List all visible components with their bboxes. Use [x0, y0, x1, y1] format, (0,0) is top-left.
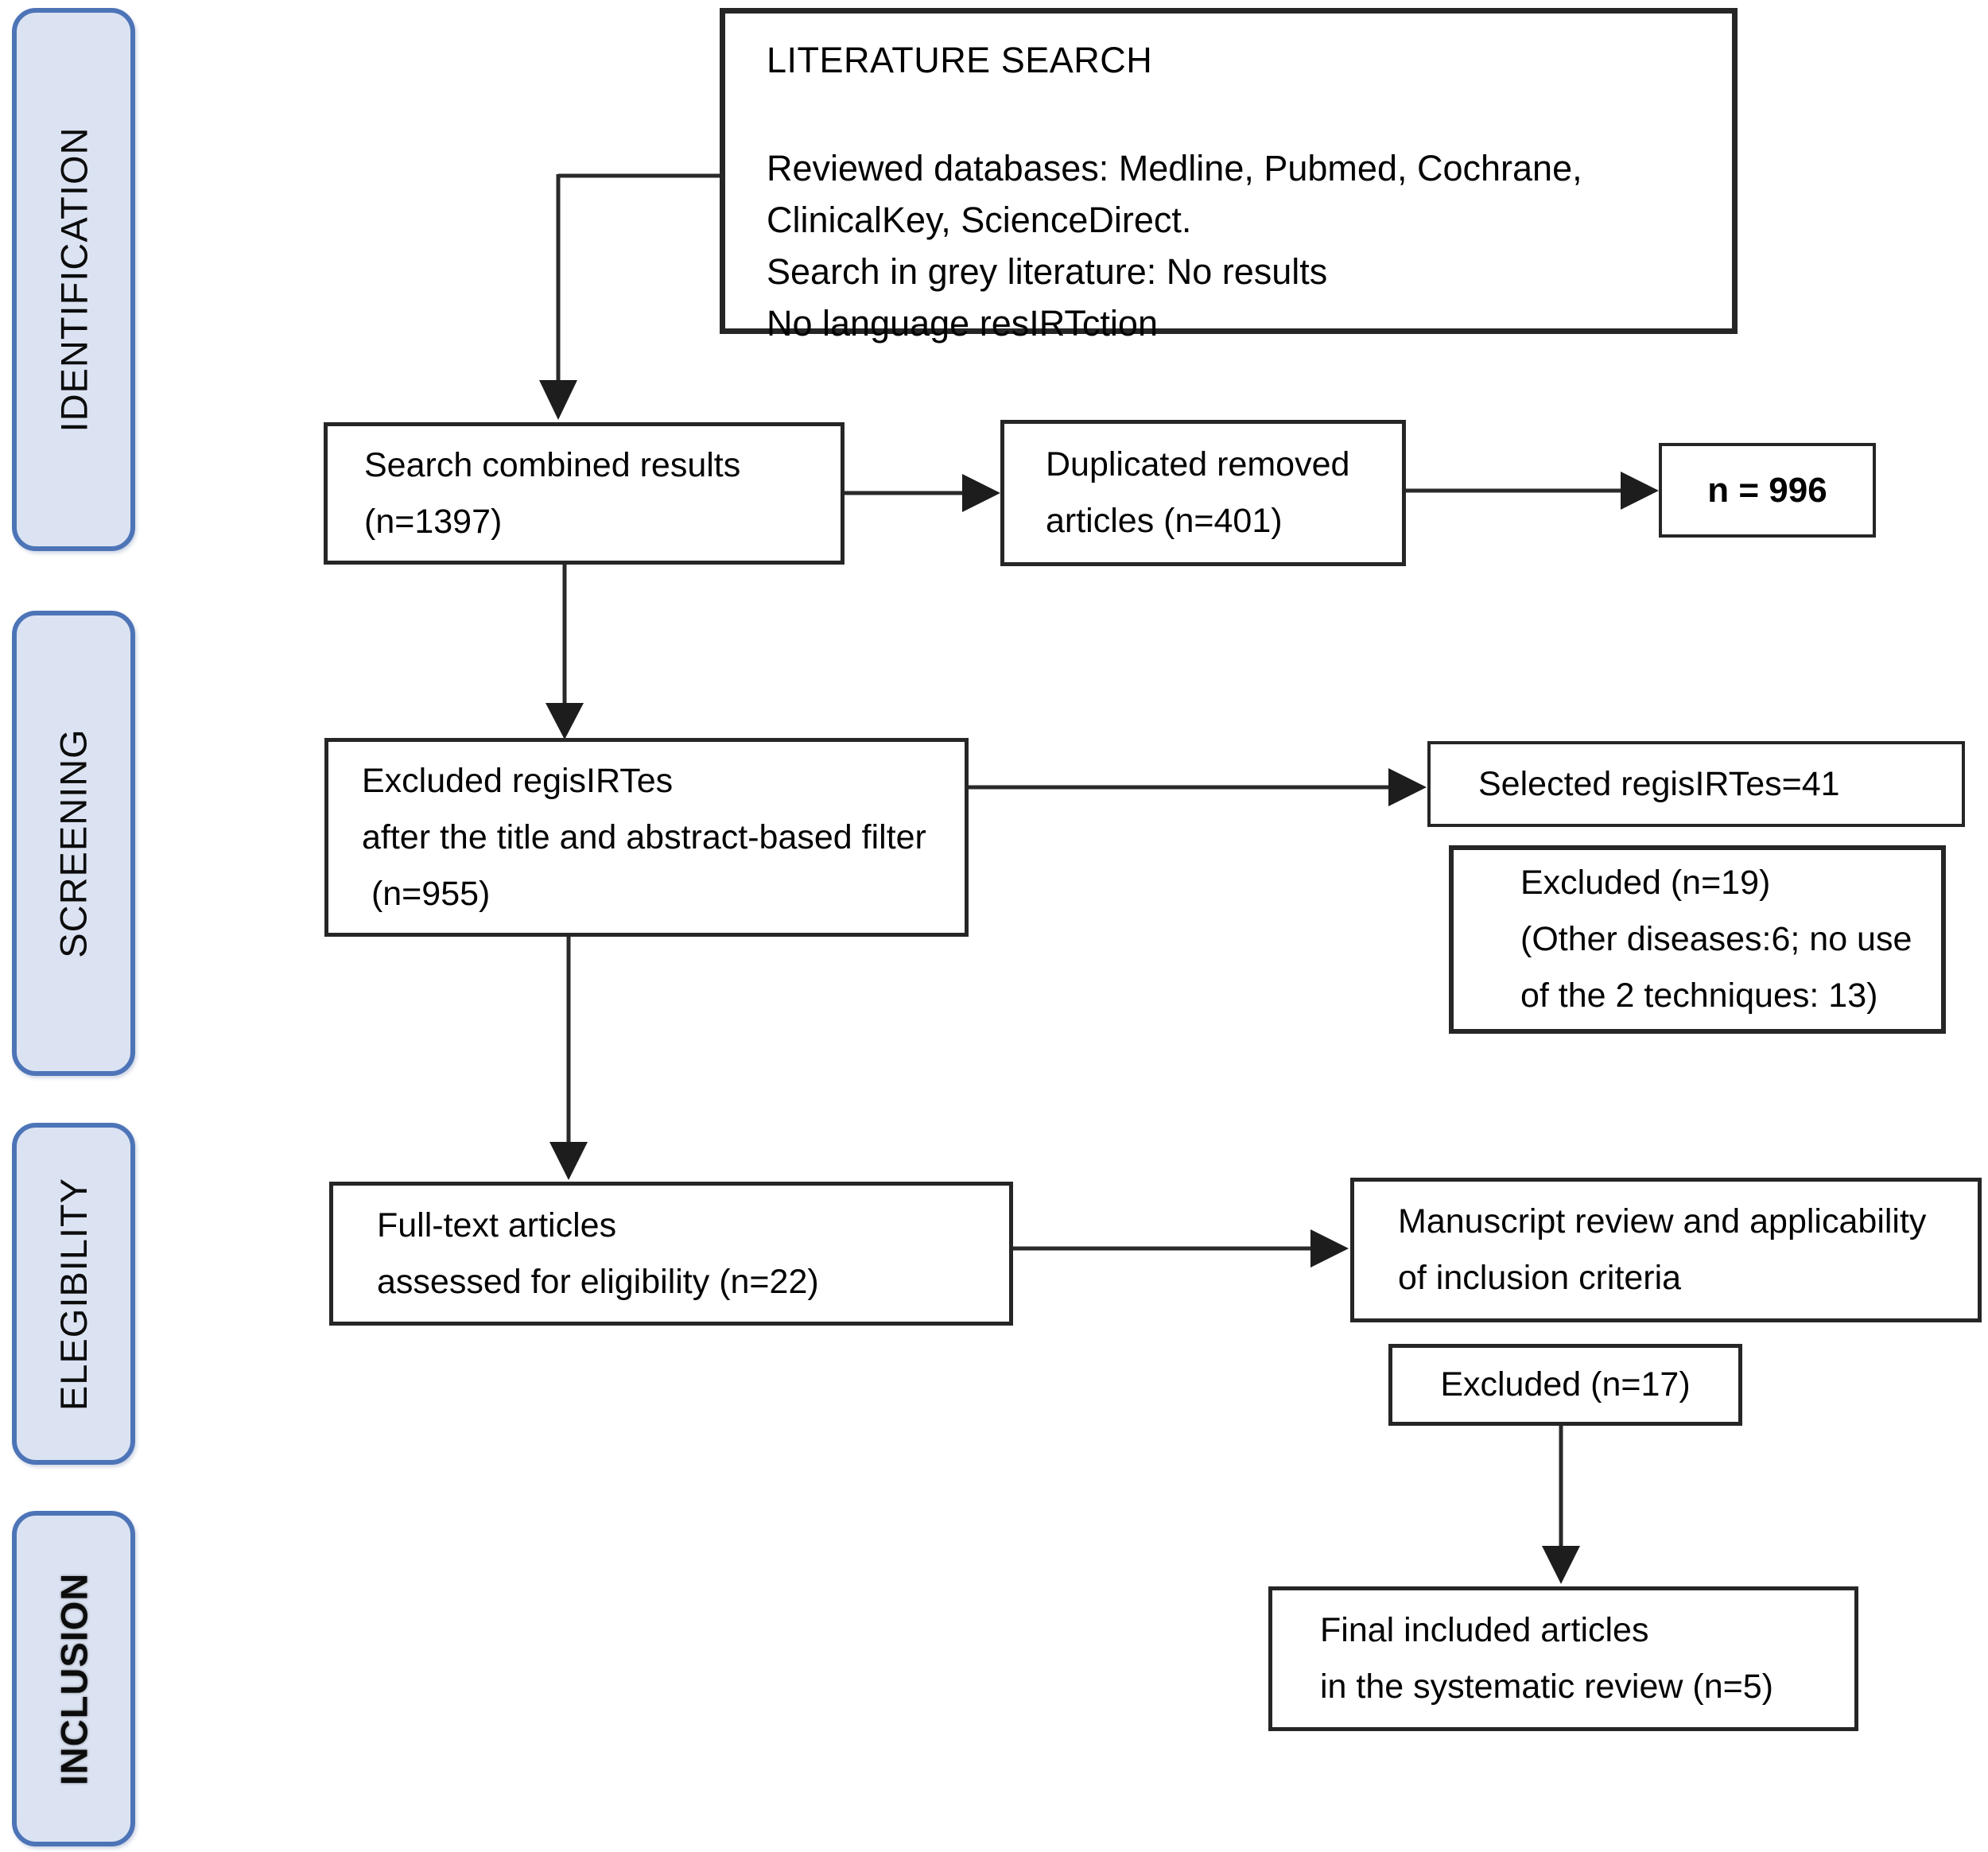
- node-literature-search: LITERATURE SEARCH Reviewed databases: Me…: [720, 8, 1738, 344]
- node-final-included: Final included articles in the systemati…: [1268, 1586, 1858, 1731]
- node-n996: n = 996: [1659, 443, 1876, 538]
- literature-search-line: ClinicalKey, ScienceDirect.: [767, 200, 1192, 240]
- arrow-search-to-excluded-head: [546, 703, 584, 740]
- arrow-literature-to-search-head: [539, 380, 577, 420]
- stage-screening-label: SCREENING: [52, 728, 95, 958]
- arrow-duplicated-to-n996-head: [1621, 472, 1659, 510]
- manuscript-review-line: Manuscript review and applicability: [1398, 1202, 1927, 1240]
- stage-elegibility: ELEGIBILITY: [12, 1123, 135, 1465]
- stage-identification: IDENTIFICATION: [12, 8, 135, 551]
- node-duplicated-removed: Duplicated removed articles (n=401): [1000, 420, 1406, 566]
- stage-identification-label: IDENTIFICATION: [52, 126, 95, 433]
- literature-search-title: LITERATURE SEARCH: [767, 40, 1153, 80]
- stage-inclusion-label: INCLUSION: [52, 1572, 95, 1785]
- selected-registries-line: Selected regisIRTes=41: [1478, 764, 1840, 803]
- stage-elegibility-label: ELEGIBILITY: [52, 1177, 95, 1411]
- arrow-excluded-to-fulltext-head: [549, 1142, 588, 1180]
- excluded-19-line: of the 2 techniques: 13): [1520, 976, 1878, 1015]
- literature-search-line: Search in grey literature: No results: [767, 251, 1328, 292]
- excluded-19-line: Excluded (n=19): [1520, 864, 1771, 902]
- excluded-registries-line: Excluded regisIRTes: [362, 761, 674, 800]
- arrow-excluded-to-selected-head: [1388, 768, 1427, 806]
- final-included-line: in the systematic review (n=5): [1320, 1668, 1773, 1706]
- arrow-fulltext-to-manuscript-head: [1310, 1229, 1349, 1268]
- node-excluded-19: Excluded (n=19) (Other diseases:6; no us…: [1449, 845, 1946, 1034]
- full-text-line: assessed for eligibility (n=22): [377, 1262, 819, 1301]
- literature-search-line: No language resIRTction: [767, 303, 1158, 344]
- manuscript-review-line: of inclusion criteria: [1398, 1259, 1682, 1297]
- stage-inclusion: INCLUSION: [12, 1511, 135, 1846]
- n996-line: n = 996: [1707, 471, 1827, 510]
- stage-screening: SCREENING: [12, 611, 135, 1076]
- node-manuscript-review: Manuscript review and applicability of i…: [1350, 1178, 1982, 1322]
- arrow-excluded17-to-final-head: [1542, 1546, 1580, 1584]
- node-excluded-registries: Excluded regisIRTes after the title and …: [324, 738, 969, 937]
- duplicated-removed-line: Duplicated removed: [1046, 445, 1350, 483]
- literature-search-line: Reviewed databases: Medline, Pubmed, Coc…: [767, 148, 1582, 188]
- node-full-text-articles: Full-text articles assessed for eligibil…: [329, 1182, 1013, 1326]
- search-combined-line: Search combined results: [364, 445, 741, 484]
- duplicated-removed-line: articles (n=401): [1046, 502, 1283, 540]
- full-text-line: Full-text articles: [377, 1206, 617, 1244]
- node-excluded-17: Excluded (n=17): [1388, 1344, 1742, 1426]
- excluded-19-line: (Other diseases:6; no use: [1520, 920, 1912, 958]
- excluded-17-line: Excluded (n=17): [1440, 1365, 1691, 1404]
- excluded-registries-line: (n=955): [362, 874, 491, 913]
- node-selected-registries: Selected regisIRTes=41: [1427, 741, 1965, 827]
- final-included-line: Final included articles: [1320, 1611, 1649, 1649]
- node-search-combined-results: Search combined results (n=1397): [324, 422, 845, 565]
- arrow-search-to-duplicated-head: [962, 474, 1000, 512]
- excluded-registries-line: after the title and abstract-based filte…: [362, 817, 926, 856]
- search-combined-line: (n=1397): [364, 502, 503, 541]
